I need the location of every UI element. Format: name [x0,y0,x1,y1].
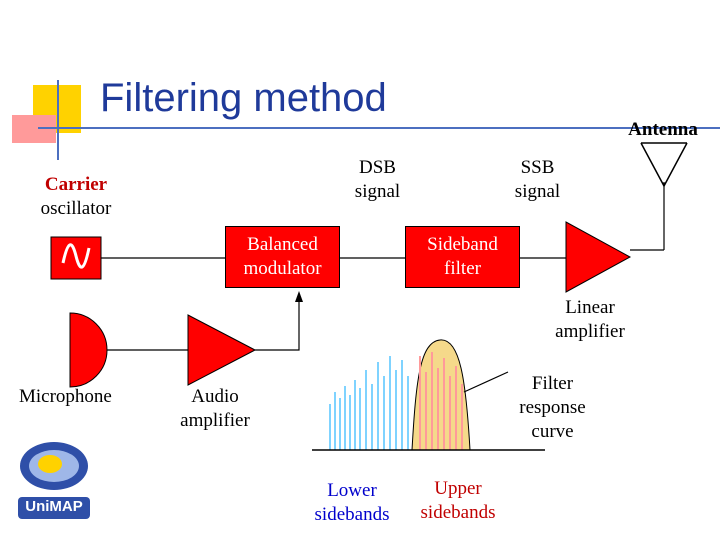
lower-sideband-lines [329,356,409,450]
microphone-label: Microphone [19,386,112,407]
linear-amplifier-label: Linear amplifier [555,297,625,342]
linear-amplifier-triangle [565,221,632,293]
upper-sideband-lines [419,352,463,450]
balanced-modulator-label-2: modulator [243,258,322,279]
antenna-icon [640,142,688,188]
audio-amplifier-triangle [187,314,257,386]
balanced-modulator-label-1: Balanced [247,234,318,256]
ssb-signal-label: SSB signal [514,157,561,202]
audio-amplifier-label: Audio amplifier [180,386,250,431]
sideband-filter-block: Sideband filter [405,226,520,288]
filter-pointer-line [463,371,509,393]
carrier-oscillator-label: Carrier oscillator [40,174,112,219]
lower-sidebands-label: Lower sidebands [314,480,390,525]
title-decoration-pink [12,115,56,143]
title-decoration-vline [57,80,59,160]
logo-text: UniMAP [25,498,83,515]
upper-sidebands-label: Upper sidebands [420,478,496,523]
title-decoration-hline [38,127,720,129]
audio-to-modulator-wire [255,300,300,351]
sideband-filter-label-2: filter [444,258,481,279]
unimap-logo: UniMAP [14,440,94,525]
antenna-label: Antenna [628,119,698,140]
slide-title: Filtering method [100,76,387,120]
filter-response-label: Filter response curve [519,373,586,442]
sideband-filter-label-1: Sideband [427,234,498,256]
balanced-modulator-block: Balanced modulator [225,226,340,288]
arrow-head-icon [295,291,303,302]
dsb-signal-label: DSB signal [354,157,401,202]
microphone-icon [69,312,108,388]
sine-wave-icon [61,243,91,269]
